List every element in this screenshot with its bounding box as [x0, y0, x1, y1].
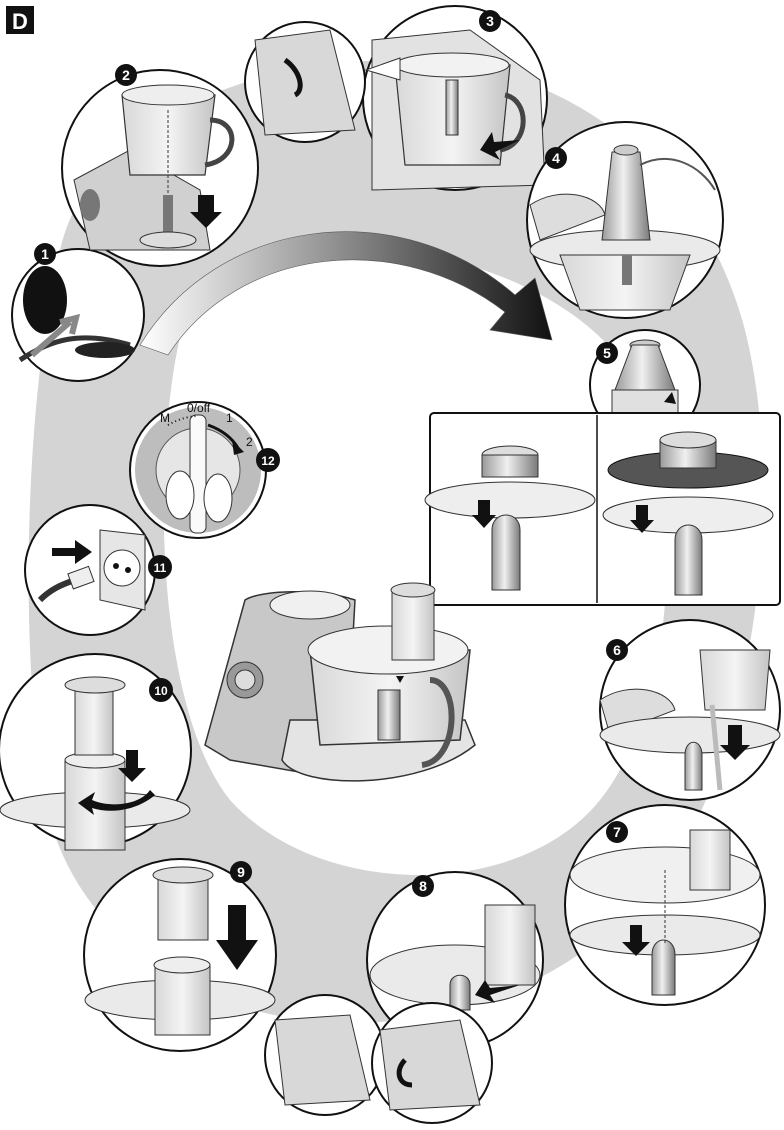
dial-label-1: 1	[226, 411, 233, 425]
step-badge-6: 6	[606, 639, 628, 661]
step-badge-4: 4	[545, 147, 567, 169]
step-number-2: 2	[122, 67, 130, 83]
dial-label-off: 0/off	[187, 401, 211, 415]
step-number-11: 11	[154, 561, 167, 575]
step-number-10: 10	[154, 684, 168, 698]
step-number-1: 1	[41, 246, 49, 262]
step-7-panel	[565, 805, 765, 1005]
step-12-panel: M 0/off 1 2	[130, 401, 266, 538]
dial-label-2: 2	[246, 435, 253, 449]
step-number-3: 3	[486, 13, 494, 29]
section-letter: D	[12, 9, 28, 34]
step-number-12: 12	[261, 454, 275, 468]
step-number-5: 5	[603, 345, 611, 361]
step-11-panel	[25, 505, 155, 635]
food-processor	[205, 583, 475, 781]
step-badge-3: 3	[479, 10, 501, 32]
dial-label-m: M	[160, 411, 170, 425]
step-badge-11: 11	[148, 555, 172, 579]
step-badge-2: 2	[115, 64, 137, 86]
step-number-7: 7	[613, 824, 621, 840]
step-number-9: 9	[237, 864, 245, 880]
step-2-panel	[62, 70, 258, 266]
step-badge-12: 12	[256, 448, 280, 472]
step-badge-7: 7	[606, 821, 628, 843]
step-1-panel	[12, 249, 144, 381]
step-9-panel	[84, 859, 276, 1051]
step-badge-5: 5	[596, 342, 618, 364]
step-number-8: 8	[419, 878, 427, 894]
step-badge-10: 10	[149, 678, 173, 702]
step-badge-8: 8	[412, 875, 434, 897]
step-number-6: 6	[613, 642, 621, 658]
step-number-4: 4	[552, 150, 560, 166]
step-badge-1: 1	[34, 243, 56, 265]
step-badge-9: 9	[230, 861, 252, 883]
